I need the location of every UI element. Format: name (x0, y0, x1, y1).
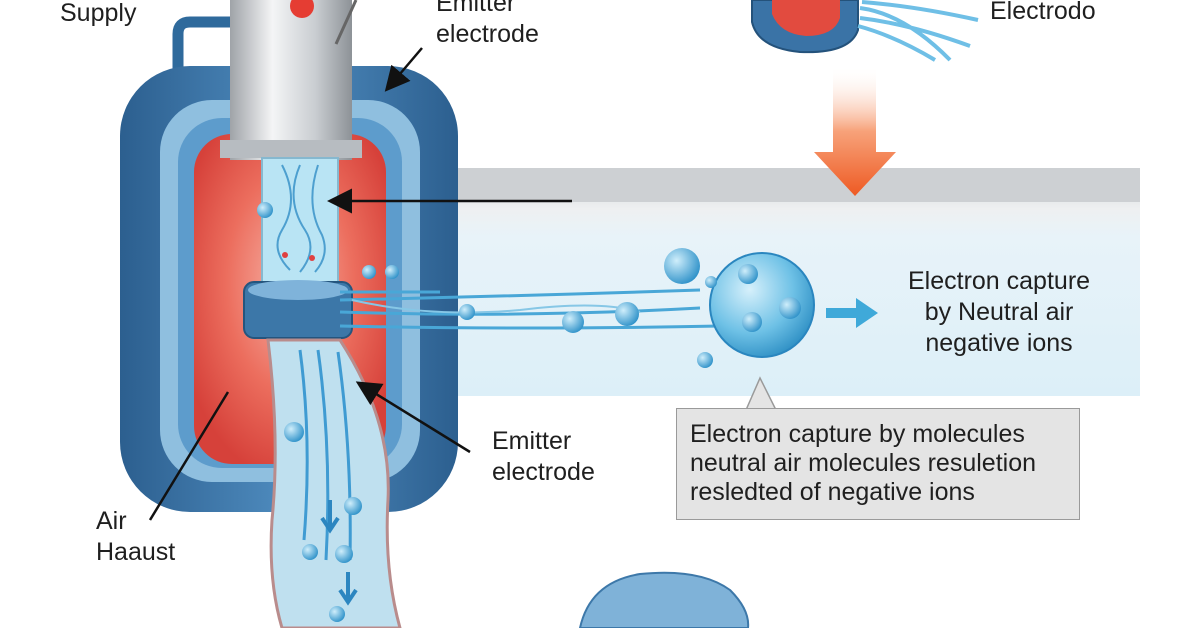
callout-box (676, 408, 1080, 520)
callout-text: Electron capture by molecules neutral ai… (690, 420, 1037, 506)
plasma-filaments (276, 164, 326, 273)
ion-particle (302, 544, 318, 560)
ion-particle (738, 264, 758, 284)
ion-particle (459, 304, 475, 320)
ion-stream-lines (351, 299, 641, 314)
top-metal-column (230, 0, 352, 160)
emitter-glass-tube (261, 157, 339, 293)
down-flow-arrow (814, 66, 896, 196)
indicator-light (290, 0, 314, 18)
ion-particle (664, 248, 700, 284)
ion-particle (284, 422, 304, 442)
ion-particle (335, 545, 353, 563)
ion-particle (705, 276, 717, 288)
ion-particle (779, 297, 801, 319)
electron-dot (282, 252, 288, 258)
ion-particle (385, 265, 399, 279)
label-electrodo: Electrodo (990, 0, 1096, 25)
label-emitter-electrode-bottom: Emitter electrode (492, 427, 595, 486)
ion-particle (742, 312, 762, 332)
large-negative-ion (709, 252, 815, 358)
ion-particle (362, 265, 376, 279)
label-electron-capture: Electron capture by Neutral air negative… (908, 267, 1091, 357)
exhaust-flow-lines (298, 349, 352, 561)
label-supply: Supply (60, 0, 137, 27)
leader-arrow-emitter-bottom (355, 381, 471, 454)
label-air-exhaust: Air Haaust (96, 507, 176, 566)
leader-arrow-emitter-top (384, 47, 423, 92)
ion-particle (344, 497, 362, 515)
leader-line-air (148, 391, 230, 521)
supply-pipe (172, 16, 242, 106)
electrode-emission-lines (857, 0, 979, 62)
air-channel-top-edge (430, 168, 1140, 202)
ion-direction-arrow (826, 298, 878, 328)
exhaust-arrow (320, 500, 340, 534)
electrode-ring-top (248, 280, 348, 300)
column-highlight (334, 0, 358, 45)
ion-stream-lines (339, 288, 721, 330)
ion-particle (562, 311, 584, 333)
column-collar (220, 140, 362, 158)
ion-particle (257, 202, 273, 218)
electron-dot (309, 255, 315, 261)
bottom-blob (578, 571, 750, 628)
ion-particle (329, 606, 345, 622)
top-right-electrode-face (772, 0, 840, 36)
ion-particle (615, 302, 639, 326)
exhaust-arrow (338, 572, 358, 606)
label-emitter-electrode-top: Emitter electrode (436, 0, 539, 48)
ion-particle (697, 352, 713, 368)
